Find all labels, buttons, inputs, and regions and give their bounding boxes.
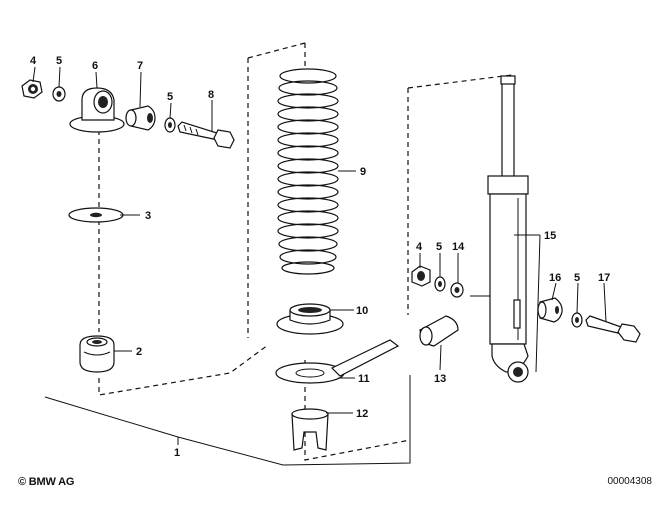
washer-part-5 [52,86,66,102]
spring-seat-part-10 [276,303,344,335]
coil-spring-part-9 [277,68,339,275]
washer-part-5d [571,312,583,328]
washer-part-5b [164,117,176,133]
callout-5: 5 [56,55,62,67]
callout-3: 3 [145,210,151,222]
callout-1: 1 [174,447,180,459]
callout-4b: 4 [416,241,423,253]
washer-part-5c [434,276,446,292]
center-group-outline [304,43,513,461]
callout-12: 12 [356,408,368,420]
nut-part-4b [411,265,431,287]
callout-16: 16 [549,272,561,284]
bushing-part-7 [125,105,156,131]
nut-part-4 [21,79,43,99]
washer-plate-part-3 [68,207,124,223]
spring-plate-part-11 [275,339,400,384]
callout-5b: 5 [167,91,173,103]
group-bracket [44,375,411,466]
callout-7: 7 [137,60,143,72]
leader-lines [32,66,607,445]
callout-10: 10 [356,305,368,317]
callout-15: 15 [544,230,556,242]
bolt-part-17 [585,315,641,343]
callout-9: 9 [360,166,366,178]
copyright-notice: © BMW AG [18,476,75,488]
callout-6: 6 [92,60,98,72]
bump-stop-part-2 [79,335,115,373]
bushing-part-16 [537,297,563,323]
shock-absorber-part-15 [487,75,529,383]
callout-8: 8 [208,89,214,101]
left-group-outline [98,42,306,396]
diagram-number: 00004308 [607,476,653,487]
bolt-part-8 [177,121,235,149]
callout-5c: 5 [436,241,442,253]
cap-part-13 [419,315,459,347]
callout-13: 13 [434,373,446,385]
callout-5d: 5 [574,272,580,284]
mount-bracket-part-6 [69,87,125,133]
callout-11: 11 [358,373,370,385]
callout-14: 14 [452,241,465,253]
sleeve-part-12 [291,408,329,451]
callout-2: 2 [136,346,142,358]
callout-17: 17 [598,272,610,284]
callout-labels: 4 5 6 7 5 8 3 2 9 10 11 12 4 5 14 15 13 … [30,55,610,459]
washer-part-14 [450,282,464,298]
callout-4: 4 [30,55,37,67]
